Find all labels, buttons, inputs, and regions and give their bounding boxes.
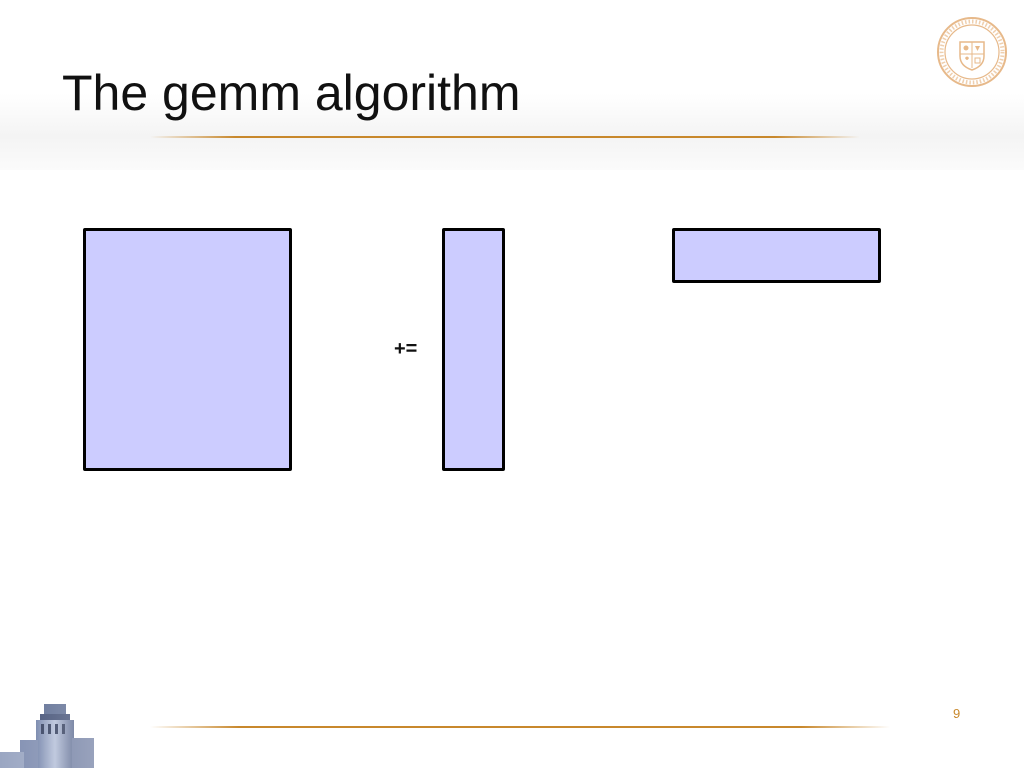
matrix-c-block [83, 228, 292, 471]
plus-equals-operator: += [394, 338, 418, 360]
footer-rule [150, 726, 890, 728]
slide-title: The gemm algorithm [62, 65, 521, 121]
university-seal-icon [937, 17, 1007, 87]
matrix-a-column-panel [442, 228, 505, 471]
header-band [0, 0, 1024, 170]
matrix-b-row-panel [672, 228, 881, 283]
page-number: 9 [953, 706, 961, 721]
title-underline [150, 136, 860, 138]
tower-image [0, 700, 110, 768]
